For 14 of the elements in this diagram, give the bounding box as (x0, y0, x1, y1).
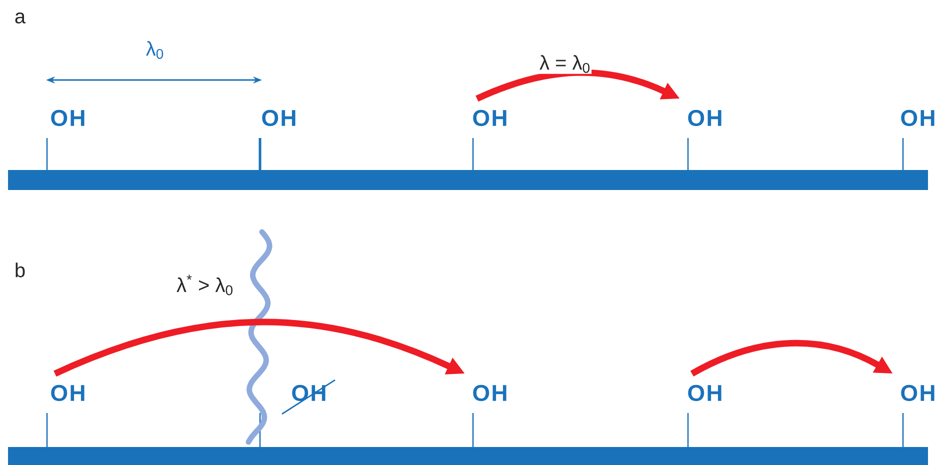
oh-label: OH (901, 110, 934, 126)
panel-letter: b (16, 262, 25, 278)
oh-label: OH (901, 384, 934, 402)
oh-label: OH (51, 384, 84, 402)
dimension-label: λ$_{0}$ (146, 41, 164, 59)
oh-label: OH (688, 384, 722, 402)
oh-label: OH (51, 110, 84, 126)
edge-label: λ = λ$_{0}$ (538, 54, 592, 74)
panel-letter: a (15, 12, 26, 24)
edge-label: λ$^{*}$ > λ$_{0}$ (176, 274, 235, 296)
oh-label: OH (262, 110, 296, 126)
oh-label: OH (473, 110, 506, 126)
oh-label: OH (473, 384, 506, 402)
oh-label: OH (688, 110, 722, 126)
